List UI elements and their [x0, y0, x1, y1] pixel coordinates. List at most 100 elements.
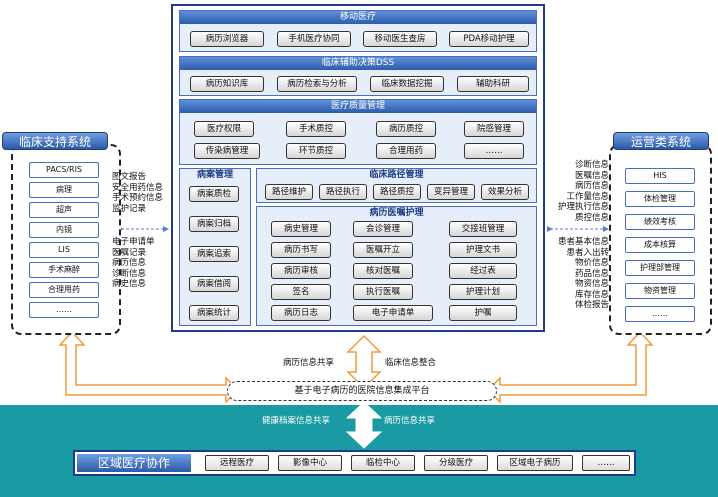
system-item: HIS	[625, 168, 695, 184]
module-box: 病历知识库	[190, 76, 264, 92]
system-item: 物资管理	[625, 283, 695, 299]
record-share-label: 病历信息共享	[384, 416, 436, 426]
module-box: 手机医疗协同	[277, 31, 351, 47]
info-label: 病历信息	[112, 258, 147, 268]
right-info-labels-top: 诊断信息 医嘱信息 病历信息 工作量信息 护理执行信息 质控信息	[549, 160, 609, 223]
info-label: 护理执行信息	[557, 202, 609, 212]
module-box: 病历日志	[271, 305, 331, 321]
info-label: 图文报告	[112, 172, 147, 182]
info-label: 医嘱信息	[574, 170, 609, 181]
module-box: 医疗权限	[194, 121, 254, 137]
system-item: LIS	[29, 242, 99, 258]
left-info-labels-top: 图文报告 安全用药信息 手术预约信息 监护记录	[112, 172, 163, 214]
health-share-label: 健康档案信息共享	[262, 416, 331, 426]
system-item: 合理用药	[29, 282, 99, 298]
info-label: 手术预约信息	[112, 193, 164, 203]
system-item: ……	[625, 306, 695, 322]
section-title: 移动医疗	[180, 11, 536, 24]
module-box: 护嘱	[449, 305, 517, 321]
info-label: 病史信息	[112, 279, 147, 289]
module-box: 病案质检	[189, 186, 239, 202]
module-box: 路径维护	[265, 184, 313, 200]
region-item: 区域电子病历	[497, 455, 573, 471]
info-label: 物价信息	[574, 258, 609, 268]
right-info-labels-bottom: 患者基本信息 患者入出转 物价信息 药品信息 物资信息 库存信息 体检报告	[549, 237, 609, 311]
module-box: 临床数据挖掘	[370, 76, 444, 92]
module-box: 路径执行	[319, 184, 367, 200]
module-box: 电子申请单	[353, 305, 433, 321]
info-label: 安全用药信息	[112, 182, 164, 193]
quality-section: 医疗质量管理 医疗权限 手术质控 病历质控 院感管理 传染病管理 环节质控 合理…	[179, 99, 537, 165]
region-item: 临检中心	[351, 455, 415, 471]
nursing-section: 病历医嘱护理 病史管理 会诊管理 交接班管理 病历书写 医嘱开立 护理文书 病历…	[256, 206, 537, 326]
module-box: 执行医嘱	[353, 284, 413, 300]
module-box: 传染病管理	[194, 143, 260, 159]
module-box: 病历审核	[271, 263, 331, 279]
module-box: 路径质控	[373, 184, 421, 200]
module-box: 合理用药	[376, 143, 436, 159]
region-item: ……	[582, 455, 630, 471]
clinical-support-panel: 临床支持系统 PACS/RIS 病理 超声 内镜 LIS 手术麻醉 合理用药 ……	[2, 132, 121, 335]
module-box: 病历书写	[271, 242, 331, 258]
system-item: 体检管理	[625, 191, 695, 207]
operations-panel: 运营类系统 HIS 体检管理 绩效考核 成本核算 护理部管理 物资管理 ……	[609, 132, 712, 335]
section-title: 临床路径管理	[369, 170, 424, 180]
pathway-section: 临床路径管理 路径维护 路径执行 路径质控 变异管理 效果分析	[256, 168, 537, 203]
share-label-left: 病历信息共享	[283, 358, 335, 368]
module-box: PDA移动护理	[449, 31, 529, 47]
info-label: 患者入出转	[566, 247, 609, 258]
system-item: 绩效考核	[625, 214, 695, 230]
module-box: 经过表	[449, 263, 517, 279]
integration-platform: 基于电子病历的医院信息集成平台	[227, 381, 497, 401]
info-label: 电子申请单	[112, 237, 155, 247]
info-label: 质控信息	[574, 212, 609, 223]
left-info-labels-bottom: 电子申请单 医嘱记录 病历信息 诊断信息 病史信息	[112, 237, 155, 290]
system-item: 护理部管理	[625, 260, 695, 276]
info-label: 工作量信息	[566, 191, 609, 202]
module-box: 签名	[271, 284, 331, 300]
info-label: 体检报告	[574, 300, 609, 310]
records-section: 病案管理 病案质检 病案归档 病案追索 病案借阅 病案统计	[179, 168, 251, 326]
system-item: ……	[29, 302, 99, 318]
info-label: 诊断信息	[112, 268, 147, 279]
module-box: 病案归档	[189, 216, 239, 232]
section-title: 临床辅助决策DSS	[180, 57, 536, 70]
info-label: 物资信息	[574, 279, 609, 289]
panel-title: 临床支持系统	[2, 132, 108, 150]
mobile-medical-section: 移动医疗 病历浏览器 手机医疗协同 移动医生查房 PDA移动护理	[179, 10, 537, 52]
region-title: 区域医疗协作	[77, 454, 191, 472]
module-box: 病历质控	[376, 121, 436, 137]
module-box: 病史管理	[271, 221, 331, 237]
info-label: 医嘱记录	[112, 247, 147, 258]
region-item: 影像中心	[278, 455, 342, 471]
share-label-right: 临床信息整合	[385, 358, 437, 368]
module-box: ……	[464, 143, 524, 159]
emr-core-frame: 移动医疗 病历浏览器 手机医疗协同 移动医生查房 PDA移动护理 临床辅助决策D…	[171, 4, 545, 332]
info-label: 病历信息	[574, 181, 609, 191]
info-label: 库存信息	[574, 289, 609, 300]
module-box: 病历浏览器	[190, 31, 264, 47]
double-arrow-vertical-lower	[345, 401, 383, 449]
regional-collaboration-bar: 区域医疗协作 远程医疗 影像中心 临检中心 分级医疗 区域电子病历 ……	[73, 450, 636, 476]
module-box: 病案追索	[189, 246, 239, 262]
module-box: 变异管理	[427, 184, 475, 200]
module-box: 病历检索与分析	[277, 76, 357, 92]
module-box: 护理文书	[449, 242, 517, 258]
info-label: 诊断信息	[574, 160, 609, 170]
system-item: 超声	[29, 202, 99, 218]
system-item: 手术麻醉	[29, 262, 99, 278]
right-elbow-arrow	[486, 330, 654, 404]
left-elbow-arrow	[58, 330, 240, 404]
system-item: 内镜	[29, 222, 99, 238]
module-box: 交接班管理	[449, 221, 517, 237]
module-box: 院感管理	[464, 121, 524, 137]
module-box: 环节质控	[286, 143, 346, 159]
section-title: 病历医嘱护理	[369, 208, 424, 218]
module-box: 护理计划	[449, 284, 517, 300]
module-box: 医嘱开立	[353, 242, 413, 258]
module-box: 移动医生查房	[363, 31, 437, 47]
region-item: 远程医疗	[205, 455, 269, 471]
section-title: 病案管理	[196, 170, 233, 180]
dss-section: 临床辅助决策DSS 病历知识库 病历检索与分析 临床数据挖掘 辅助科研	[179, 56, 537, 96]
system-item: 病理	[29, 182, 99, 198]
